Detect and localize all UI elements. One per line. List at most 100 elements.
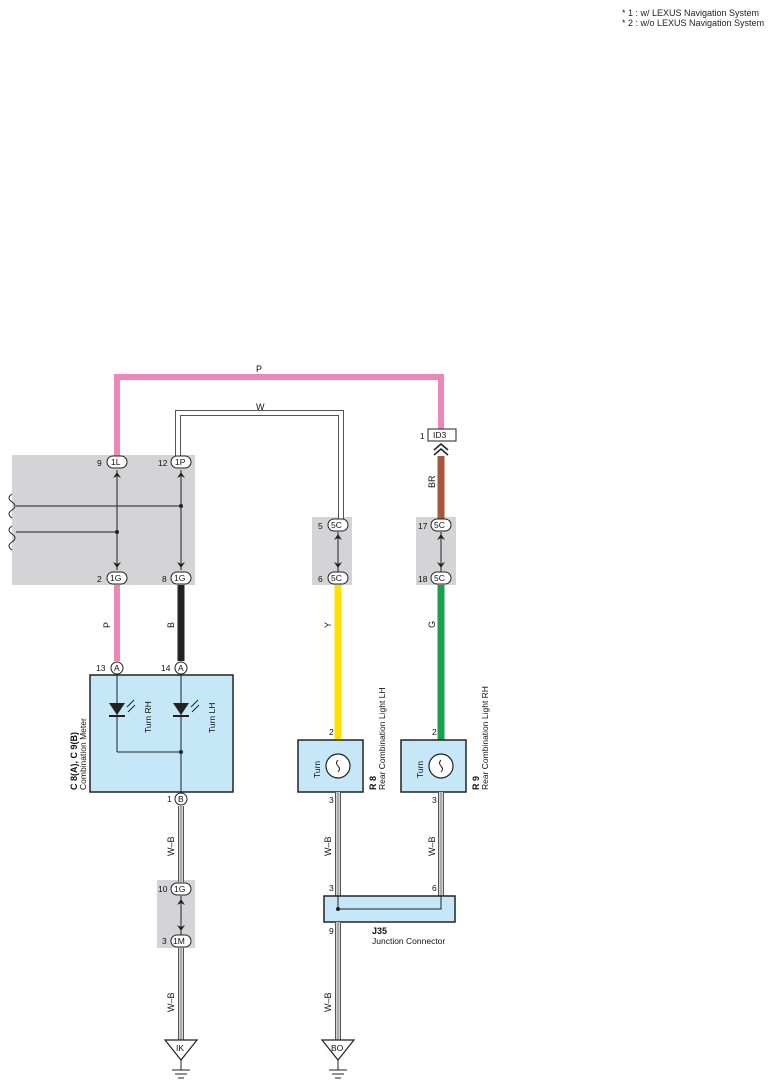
pin-17: 17 <box>418 521 428 531</box>
chevron-icon <box>334 534 342 568</box>
wire-label-rh-ground: W–B <box>427 836 437 856</box>
chevron-icon <box>113 472 185 568</box>
junction-block-left-area <box>12 455 195 585</box>
wire-label-top-w: W <box>256 402 265 412</box>
led-icon <box>109 699 136 717</box>
lamp-rh-label: Turn <box>415 761 425 778</box>
pin-2: 2 <box>97 574 102 584</box>
connector-5c-a <box>327 518 349 532</box>
connector-5c-c <box>430 518 452 532</box>
wire-label-bo-ground: W–B <box>323 992 333 1012</box>
splice-dot-2 <box>115 530 119 534</box>
wire-continuation-brace <box>8 493 16 551</box>
chevron-icon <box>433 443 449 456</box>
bulb-filament <box>439 759 443 773</box>
meter-name: Combination Meter <box>78 718 88 790</box>
meter-pin-1-letter: B <box>178 794 184 804</box>
pin-6: 6 <box>318 574 323 584</box>
connector-5c-c-label: 5C <box>434 520 445 530</box>
connector-5c-b <box>327 571 349 585</box>
led-label-turn-lh: Turn LH <box>207 703 217 733</box>
wire-label-top-p: P <box>256 364 262 374</box>
wire-label-g: G <box>427 621 437 628</box>
footnote-2: * 2 : w/o LEXUS Navigation System <box>622 18 765 28</box>
ground-bo-triangle <box>320 1039 356 1061</box>
pin-8: 8 <box>162 574 167 584</box>
meter-pin-1: 1 <box>167 794 172 804</box>
connector-1m <box>170 934 192 948</box>
connector-1p-label: 1P <box>175 457 186 467</box>
connector-id3-label: ID3 <box>433 430 447 440</box>
connector-1m-label: 1M <box>173 936 185 946</box>
combination-meter-box <box>89 674 234 793</box>
lamp-rh-pin-top: 2 <box>432 727 437 737</box>
pin-18: 18 <box>418 574 428 584</box>
wire-label-left-p: P <box>102 622 112 628</box>
connector-id3 <box>427 428 457 442</box>
led-icon <box>173 699 200 717</box>
pin-9: 9 <box>97 458 102 468</box>
ground-icon <box>172 1060 190 1079</box>
wire-label-y: Y <box>323 622 333 628</box>
pin-12: 12 <box>158 458 168 468</box>
lamp-rh-ref: R 9 <box>471 776 481 790</box>
connector-1l <box>106 455 128 469</box>
junction-ref: J35 <box>372 926 387 936</box>
pin-3-1m: 3 <box>162 936 167 946</box>
meter-pin-14-circle <box>174 661 188 675</box>
connector-1g-c <box>170 882 192 896</box>
ground-ik-triangle <box>163 1039 199 1061</box>
lamp-lh-pin-top: 2 <box>329 727 334 737</box>
lamp-lh-name: Rear Combination Light LH <box>377 687 387 790</box>
connector-5c-d <box>430 571 452 585</box>
meter-splice-dot <box>179 750 183 754</box>
lamp-lh-ref: R 8 <box>368 776 378 790</box>
lamp-rh-name: Rear Combination Light RH <box>480 686 490 790</box>
meter-pin-1-circle <box>174 792 188 806</box>
junction-pin-6: 6 <box>432 883 437 893</box>
meter-ref: C 8(A), C 9(B) <box>69 732 79 790</box>
connector-5c-b-label: 5C <box>331 573 342 583</box>
ground-bo-label: BO <box>331 1043 344 1053</box>
junction-pin-9: 9 <box>329 926 334 936</box>
lamp-lh-pin-bottom: 3 <box>329 795 334 805</box>
meter-pin-14: 14 <box>161 663 171 673</box>
bulb-filament <box>336 759 340 773</box>
led-label-turn-rh: Turn RH <box>143 701 153 733</box>
connector-1g-c-label: 1G <box>174 884 185 894</box>
wire-label-left-b: B <box>166 622 176 628</box>
junction-splice-dot <box>336 907 340 911</box>
wire-label-ik-ground: W–B <box>166 992 176 1012</box>
connector-5c-a-label: 5C <box>331 520 342 530</box>
connector-1g-b-label: 1G <box>174 573 185 583</box>
pin-10: 10 <box>158 884 168 894</box>
wire-label-lh-ground: W–B <box>323 836 333 856</box>
meter-pin-13-letter: A <box>114 663 120 673</box>
wire-label-br: BR <box>427 475 437 488</box>
connector-1l-label: 1L <box>111 457 121 467</box>
wire-top-white-inner <box>176 411 343 519</box>
splice-dot-1 <box>179 504 183 508</box>
chevron-icon <box>437 534 445 568</box>
lamp-rh-pin-bottom: 3 <box>432 795 437 805</box>
wire-top-pink <box>114 374 444 463</box>
junction-name: Junction Connector <box>372 936 445 946</box>
junction-pin-3: 3 <box>329 883 334 893</box>
connector-1g-a-label: 1G <box>110 573 121 583</box>
meter-pin-13-circle <box>110 661 124 675</box>
connector-1g-b <box>170 571 192 585</box>
lamp-lh-label: Turn <box>312 761 322 778</box>
wire-top-white-outer <box>175 410 344 519</box>
wire-label-meter-ground: W–B <box>166 836 176 856</box>
junction-internal-line <box>337 896 442 910</box>
meter-pin-13: 13 <box>96 663 106 673</box>
connector-5c-d-label: 5C <box>434 573 445 583</box>
pin-5: 5 <box>318 521 323 531</box>
ground-icon <box>329 1060 347 1079</box>
meter-pin-14-letter: A <box>178 663 184 673</box>
footnote-1: * 1 : w/ LEXUS Navigation System <box>622 8 760 18</box>
pin-1-id3: 1 <box>420 431 425 441</box>
connector-1p <box>170 455 192 469</box>
connector-1g-a <box>106 571 128 585</box>
